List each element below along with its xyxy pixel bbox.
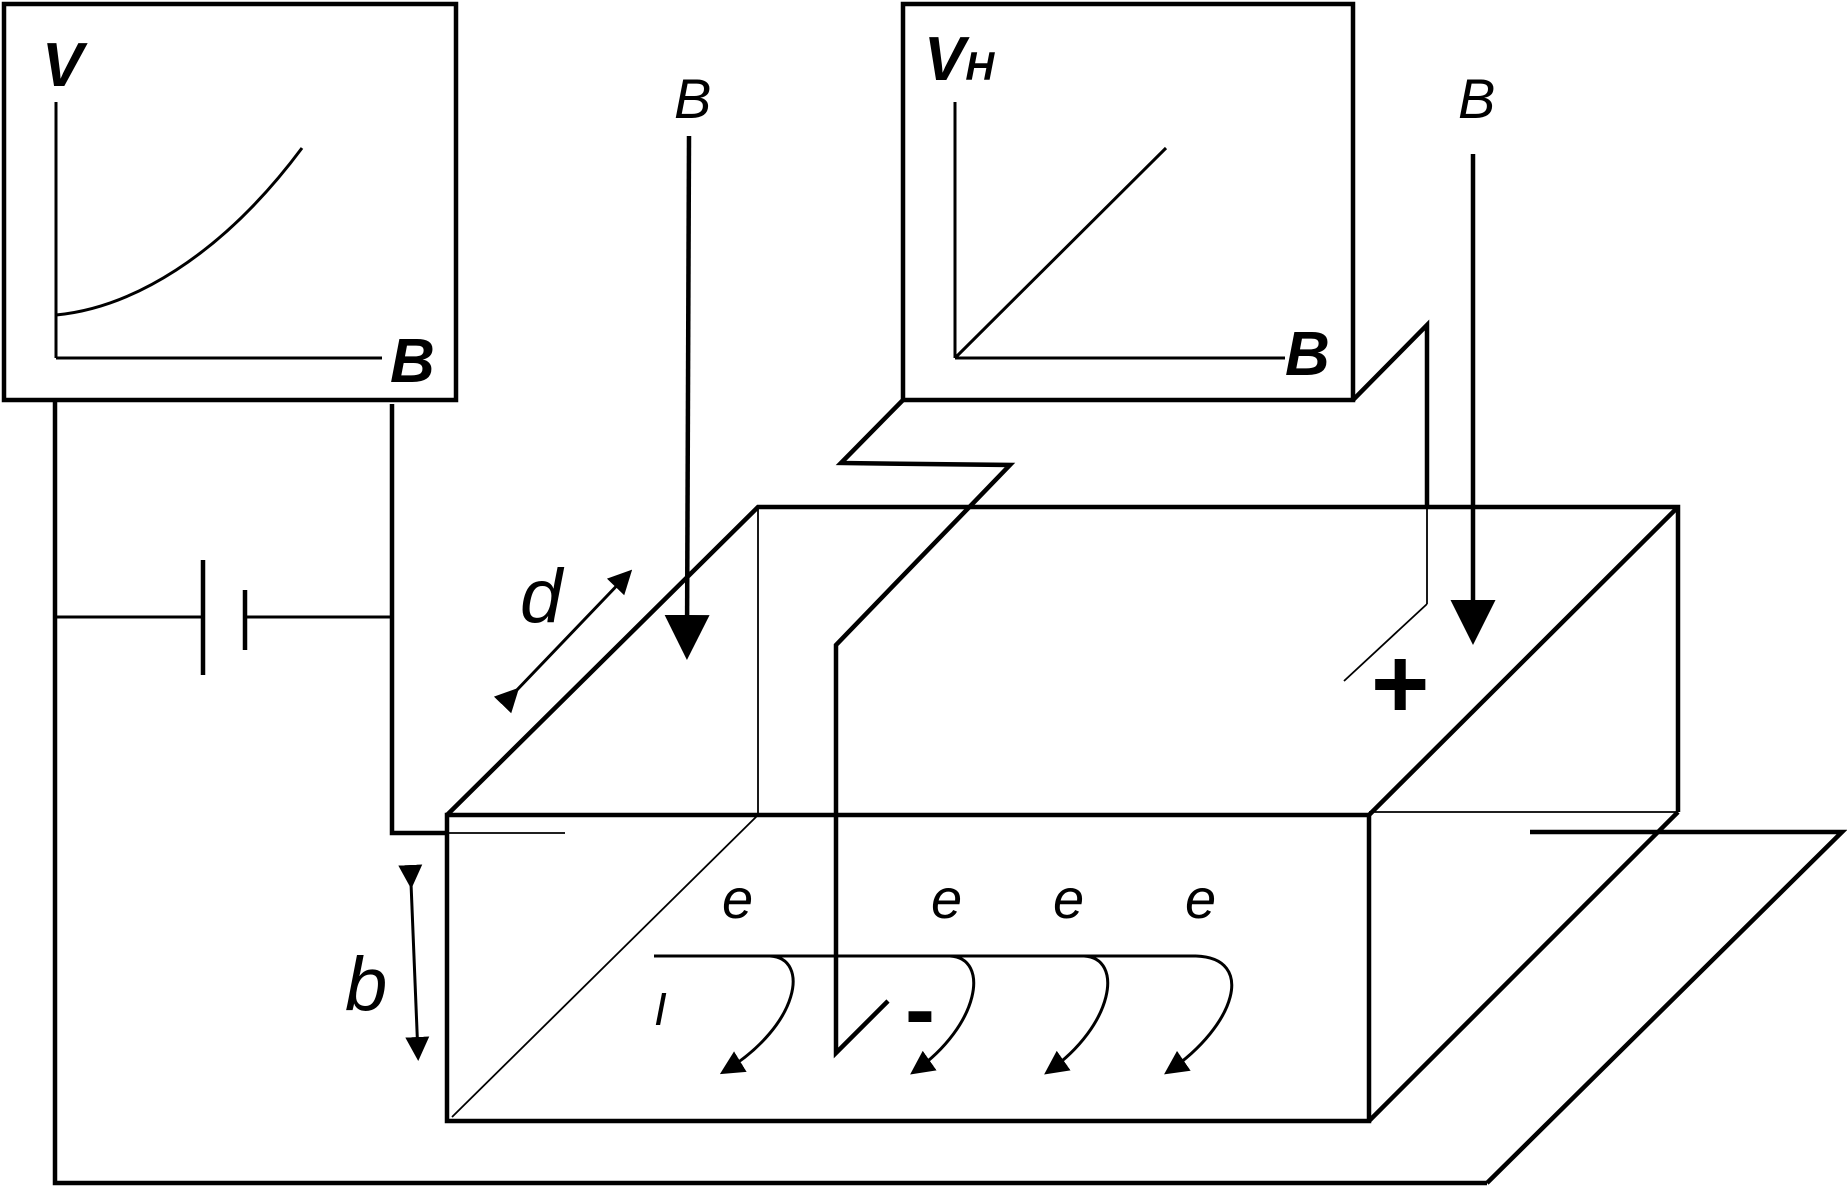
left-graph-y-label: V (42, 31, 88, 100)
electron-label: e (722, 867, 753, 930)
right-contact-plate (1485, 829, 1847, 1185)
current-label: I (654, 983, 667, 1035)
hall-probe-right-hidden-diag (1343, 603, 1428, 682)
hall-probe-left-wire (833, 398, 1016, 1059)
electron-label: e (931, 867, 962, 930)
electron-label: e (1053, 867, 1084, 930)
slab-right-bottom-edge (1367, 810, 1680, 1123)
slab-hidden-back-diagonal (451, 814, 759, 1118)
left-graph-frame (1, 1, 459, 403)
slab-top-right-edge (1367, 505, 1680, 817)
right-graph-y-label: VH (924, 25, 995, 94)
circuit (52, 400, 1487, 1186)
electron-labels: e e e e (722, 867, 1216, 930)
right-graph-y-subscript: H (965, 45, 995, 89)
hall-probe-right-wire (1351, 319, 1430, 505)
negative-charge-sign: - (905, 960, 935, 1060)
b-field-label-right: B (1458, 67, 1495, 130)
left-graph: V B (1, 1, 459, 403)
dimension-d-label: d (520, 554, 565, 639)
slab-front-face (444, 812, 1372, 1124)
electron-label: e (1185, 867, 1216, 930)
right-graph-x-label: B (1285, 320, 1330, 389)
right-graph-line (953, 146, 1168, 360)
electron-deflection-arrow (1044, 954, 1109, 1075)
right-graph: VH B (900, 1, 1356, 403)
right-graph-frame (900, 1, 1356, 403)
hall-slab (444, 504, 1681, 1124)
electron-deflection-arrow (910, 954, 975, 1075)
left-graph-x-label: B (390, 327, 435, 396)
circuit-inner-wire (389, 404, 447, 836)
b-field-label-left: B (674, 67, 711, 130)
slab-top-face (445, 504, 1681, 817)
b-field-arrow-left (664, 135, 710, 660)
dimension-d-arrow (493, 569, 633, 714)
left-graph-curve (55, 147, 304, 317)
dimension-b-label: b (345, 942, 387, 1027)
electron-deflection-arrow (719, 954, 795, 1075)
positive-charge-sign: + (1371, 628, 1429, 740)
dimension-b-arrow (398, 864, 430, 1061)
circuit-outer-wire (52, 400, 1487, 1186)
electron-deflection-arrow (1164, 954, 1234, 1075)
